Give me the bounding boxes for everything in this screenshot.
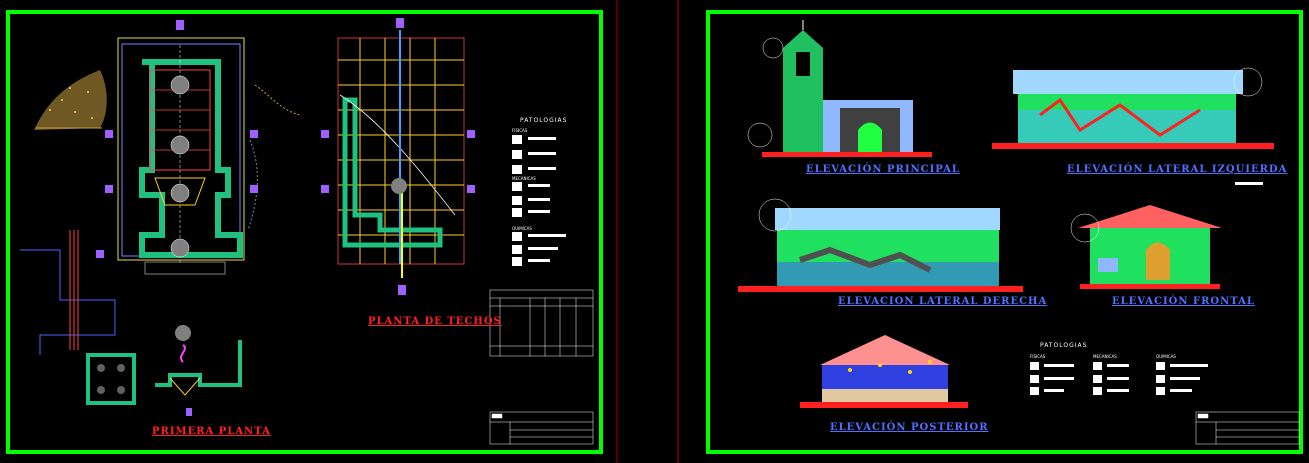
elevation-lateral-derecha-drawing bbox=[738, 198, 1023, 292]
legend-right-swatches bbox=[1030, 362, 1208, 395]
legend-left-group-fisicas: FISICAS bbox=[512, 128, 528, 133]
legend-right-title: PATOLOGIAS bbox=[1040, 342, 1088, 349]
floor-plan-primera-planta bbox=[96, 20, 258, 275]
elevation-posterior-drawing bbox=[800, 335, 968, 408]
sheet-left-frame bbox=[6, 10, 603, 454]
title-elevacion-principal: ELEVACIÓN PRINCIPAL bbox=[806, 164, 960, 175]
title-block-right bbox=[1195, 411, 1300, 445]
legend-left-group-quimicas: QUIMICAS bbox=[512, 226, 532, 231]
title-elevacion-lateral-izquierda: ELEVACIÓN LATERAL IZQUIERDA bbox=[1067, 164, 1288, 175]
terrain-left bbox=[34, 70, 301, 231]
lower-detail bbox=[20, 230, 242, 416]
title-block-left bbox=[489, 411, 594, 445]
title-elevacion-frontal: ELEVACIÓN FRONTAL bbox=[1112, 296, 1255, 307]
elevation-frontal-drawing bbox=[1070, 205, 1222, 289]
title-primera-planta: PRIMERA PLANTA bbox=[152, 426, 271, 437]
legend-right-group-quimicas: QUIMICAS bbox=[1156, 354, 1176, 359]
legend-left-title: PATOLOGIAS bbox=[520, 117, 568, 124]
title-elevacion-posterior: ELEVACIÓN POSTERIOR bbox=[830, 422, 989, 433]
legend-left-swatches bbox=[512, 135, 566, 266]
sheet-right-frame bbox=[706, 10, 1303, 454]
elevation-lateral-izquierda-drawing bbox=[992, 67, 1274, 185]
elevation-principal-drawing bbox=[747, 20, 932, 157]
legend-left-group-mecanicas: MECANICAS bbox=[512, 176, 536, 181]
roof-plan-planta-de-techos bbox=[321, 18, 475, 295]
legend-right-group-fisicas: FISICAS bbox=[1030, 354, 1046, 359]
schedule-table-left bbox=[489, 289, 594, 357]
title-elevacion-lateral-derecha: ELEVACION LATERAL DERECHA bbox=[838, 296, 1048, 307]
title-planta-de-techos: PLANTA DE TECHOS bbox=[368, 316, 502, 327]
legend-right-group-mecanicas: MECANICAS bbox=[1093, 354, 1117, 359]
